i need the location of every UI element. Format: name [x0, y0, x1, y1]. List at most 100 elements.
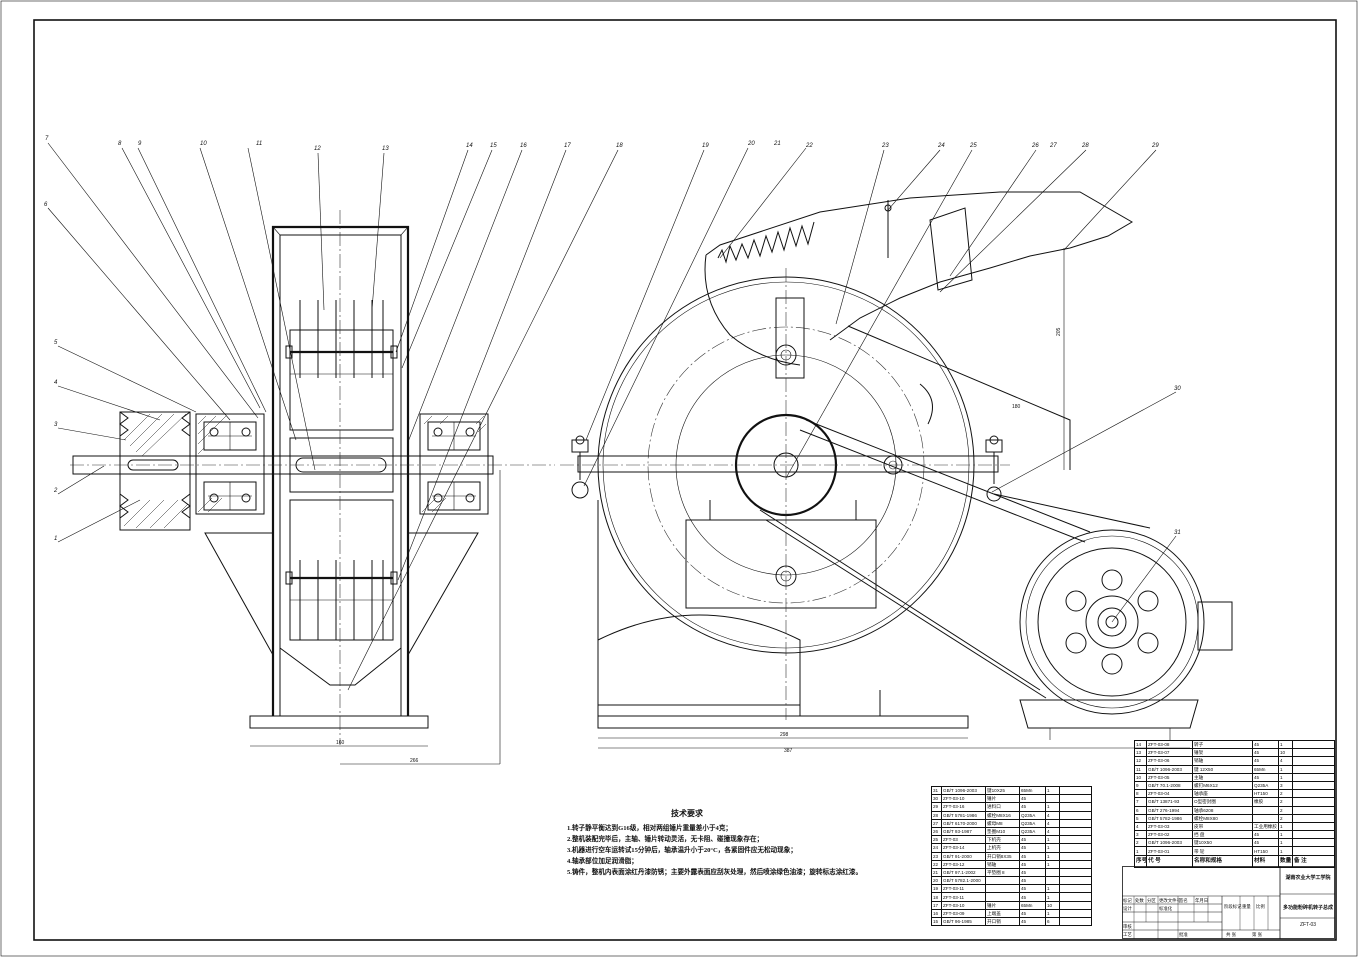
bom-left-cell: GB/T 91-2000: [941, 851, 986, 861]
bom-left-cell: 上端盖: [985, 908, 1020, 919]
front-part-label: 21: [773, 141, 781, 147]
bom-left-cell: 1: [1045, 851, 1060, 861]
front-leaders: [583, 147, 1177, 623]
bom-left-cell: ZFT-03: [941, 835, 986, 845]
bom-right-cell: 12: [1134, 756, 1147, 766]
bom-right-cell: 销轴: [1192, 756, 1253, 766]
bom-left-cell: 1: [1045, 835, 1060, 845]
front-part-label: 29: [1151, 143, 1159, 149]
bom-right-cell: ZFT-03-01: [1146, 846, 1193, 856]
bom-right-cell: 45: [1252, 739, 1279, 750]
bom-left-cell: 20: [931, 876, 942, 886]
side-part-label: 9: [138, 141, 142, 147]
bom-right-cell: [1252, 805, 1279, 815]
bom-right-cell: [1292, 764, 1335, 774]
bom-header-row: 序号 代 号 名称和规格 材料 数量 备 注: [1134, 854, 1335, 868]
bom-right-cell: [1292, 756, 1335, 766]
bom-left-cell: 22: [931, 859, 942, 869]
front-part-label: 19: [702, 143, 709, 149]
bom-left-cell: 28: [931, 810, 942, 820]
bom-left-cell: 销轴: [985, 859, 1020, 869]
bom-left-cell: 31: [931, 785, 942, 796]
bom-left-cell: 4: [1045, 826, 1060, 837]
front-part-label: 24: [937, 143, 945, 149]
bom-left-cell: 30: [931, 794, 942, 804]
front-part-label: 26: [1031, 143, 1039, 149]
tb-cell: 更改文件号: [1159, 898, 1181, 903]
bom-left-cell: 1: [1045, 892, 1060, 902]
bom-left-cell: [1059, 843, 1092, 853]
bom-left-cell: 21: [931, 867, 942, 878]
bom-right-cell: ZFT-03-04: [1146, 789, 1193, 799]
bom-left-cell: 27: [931, 818, 942, 828]
bom-left-cell: ZFT-03-12: [941, 859, 986, 869]
bom-right-cell: [1292, 838, 1335, 848]
bom-left-cell: [1059, 794, 1092, 804]
side-part-label: 1: [54, 536, 57, 542]
bom-right-cell: 7: [1134, 797, 1147, 807]
bom-right-cell: 45: [1252, 756, 1279, 766]
bom-right-cell: 14: [1134, 739, 1147, 750]
front-part-label: 27: [1049, 143, 1057, 149]
bom-left-cell: 下机壳: [985, 835, 1020, 845]
front-part-label: 22: [805, 143, 813, 149]
side-part-label: 4: [54, 380, 58, 386]
bom-left-cell: [1059, 908, 1092, 919]
bom-left-cell: [1059, 916, 1092, 927]
tech-req-item: 2.整机装配完毕后，主轴、锤片转动灵活，无卡阻、碰撞现象存在；: [567, 836, 764, 843]
bom-right-cell: [1292, 748, 1335, 758]
bom-right-cell: 键 12X50: [1192, 764, 1253, 774]
tb-cell: 批准: [1179, 932, 1188, 937]
bom-right-cell: 键10X50: [1192, 838, 1253, 848]
bom-right-cell: GB/T 1096-2003: [1146, 838, 1193, 848]
bom-left-cell: 45: [1019, 859, 1046, 869]
rotor-lower: [289, 499, 394, 641]
tech-req-item: 5.铸件，整机内表面涂红丹漆防锈；主要外露表面应刮灰处理，然后喷涂绿色油漆；旋转…: [567, 869, 863, 876]
tb-cell: 比例: [1256, 904, 1265, 909]
front-part-label: 23: [881, 143, 889, 149]
hammer-pins-bottom: [285, 560, 398, 640]
bom-left-cell: 开口销: [985, 916, 1020, 927]
bom-right-cell: 2: [1134, 838, 1147, 848]
title-block-grid: [1122, 866, 1335, 939]
bom-right-cell: GB/T 5782-1986: [1146, 813, 1193, 823]
bom-left-cell: ZFT-03-09: [941, 908, 986, 919]
bom-right-cell: 1: [1278, 846, 1293, 856]
side-part-label: 5: [54, 340, 58, 346]
bom-right-cell: [1292, 739, 1335, 750]
bom-right-cell: 4: [1278, 756, 1293, 766]
side-part-label: 16: [520, 143, 527, 149]
bom-right-cell: 转子: [1192, 739, 1253, 750]
bom-left-cell: [1059, 876, 1092, 886]
title-block: 湖南农业大学工学院 多功能粉碎机转子总成 ZFT-03 标记 处数 分区 更改文…: [1122, 866, 1335, 939]
bom-right-cell: [1292, 797, 1335, 807]
side-part-label: 14: [466, 143, 473, 149]
bom-left-cell: 1: [1045, 908, 1060, 919]
bom-left-cell: 65Mn: [1019, 900, 1046, 910]
bom-left-cell: 16: [931, 908, 942, 919]
bom-left-cell: 24: [931, 843, 942, 853]
bom-left-cell: 17: [931, 900, 942, 910]
side-part-label: 6: [44, 202, 48, 208]
bom-left-cell: 26: [931, 826, 942, 837]
side-part-label: 3: [54, 422, 58, 428]
side-part-label: 7: [45, 136, 49, 142]
bom-left-cell: [1059, 810, 1092, 820]
bom-right-cell: 1: [1278, 772, 1293, 782]
tb-cell: 工艺: [1123, 932, 1132, 937]
bom-left-cell: [1059, 851, 1092, 861]
tech-req-item: 1.转子静平衡达到G16级，相对两组锤片重量差小于4克；: [567, 825, 733, 832]
bom-right-cell: 5: [1134, 813, 1147, 823]
